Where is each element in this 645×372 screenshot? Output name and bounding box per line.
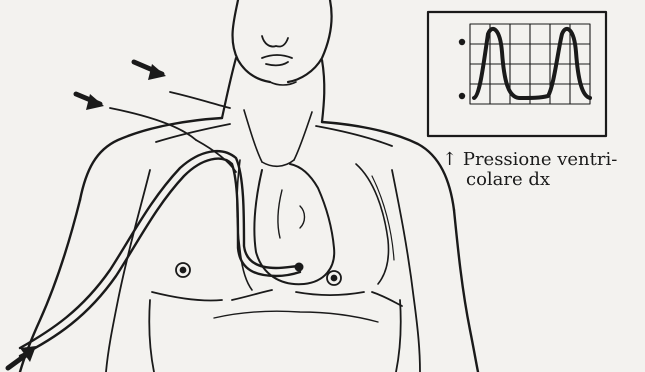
nose <box>262 36 288 47</box>
torso-outline <box>20 118 478 372</box>
catheter <box>20 151 300 356</box>
clavicles <box>156 124 392 146</box>
pressure-monitor <box>428 12 606 136</box>
caption-text-1: Pressione ventri- <box>463 149 618 170</box>
head-outline <box>233 0 332 85</box>
neck <box>222 58 324 166</box>
up-arrow-icon: ↑ <box>442 149 457 170</box>
pectorals <box>152 290 402 322</box>
monitor-marker-high <box>459 39 465 45</box>
caption-line-2: colare dx <box>442 170 617 190</box>
nipple-left <box>176 263 190 277</box>
insertion-arrow-neck-upper <box>134 62 166 80</box>
vessels <box>110 92 236 172</box>
nipple-right <box>327 271 341 285</box>
monitor-marker-low <box>459 93 465 99</box>
pressure-waveform <box>474 29 590 98</box>
catheter-tip <box>295 263 304 272</box>
caption-line-1: ↑ Pressione ventri- <box>442 150 617 170</box>
monitor-caption: ↑ Pressione ventri- colare dx <box>442 150 617 190</box>
insertion-arrow-neck-lower <box>76 94 104 110</box>
mouth <box>262 55 292 65</box>
